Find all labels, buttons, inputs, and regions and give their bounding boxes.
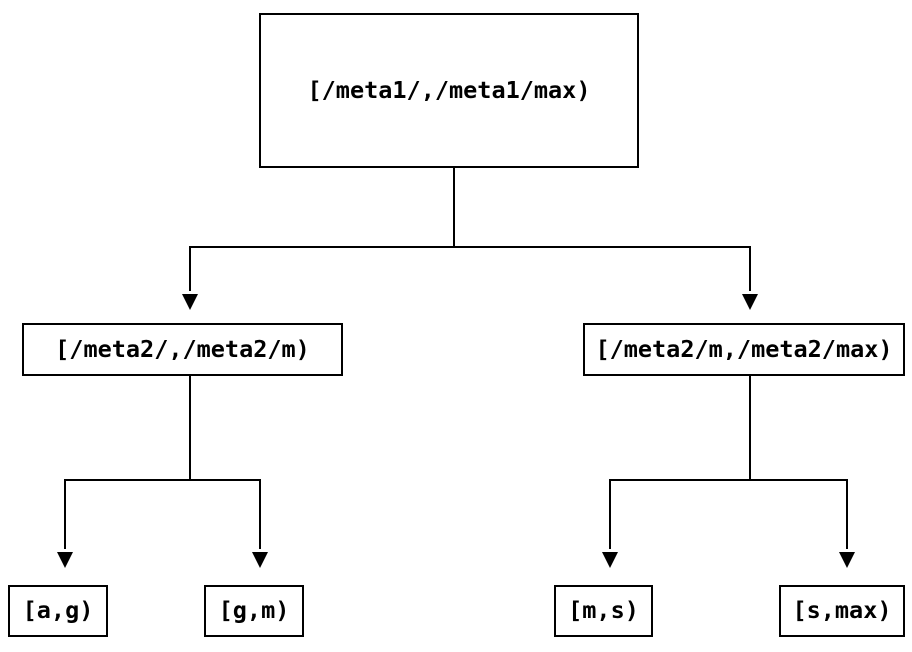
edge-right-branches bbox=[609, 479, 848, 549]
arrow-down-icon bbox=[602, 552, 618, 568]
tree-node-root: [/meta1/,/meta1/max) bbox=[259, 13, 639, 168]
arrow-down-icon bbox=[57, 552, 73, 568]
tree-node-right-child: [/meta2/m,/meta2/max) bbox=[583, 323, 905, 376]
node-label: [a,g) bbox=[22, 596, 94, 625]
arrow-down-icon bbox=[182, 294, 198, 310]
tree-node-leaf-ag: [a,g) bbox=[8, 585, 108, 637]
node-label: [/meta2/m,/meta2/max) bbox=[595, 334, 893, 363]
edge-root-branches bbox=[189, 246, 751, 291]
edge-left-branches bbox=[64, 479, 261, 549]
arrow-down-icon bbox=[742, 294, 758, 310]
arrow-down-icon bbox=[252, 552, 268, 568]
node-label: [/meta2/,/meta2/m) bbox=[55, 334, 310, 363]
node-label: [g,m) bbox=[218, 596, 290, 625]
tree-node-leaf-ms: [m,s) bbox=[554, 585, 653, 637]
tree-node-leaf-smax: [s,max) bbox=[779, 585, 905, 637]
tree-node-left-child: [/meta2/,/meta2/m) bbox=[22, 323, 343, 376]
arrow-down-icon bbox=[839, 552, 855, 568]
node-label: [m,s) bbox=[568, 596, 639, 625]
node-label: [/meta1/,/meta1/max) bbox=[307, 75, 591, 104]
tree-node-leaf-gm: [g,m) bbox=[204, 585, 304, 637]
node-label: [s,max) bbox=[792, 596, 892, 625]
